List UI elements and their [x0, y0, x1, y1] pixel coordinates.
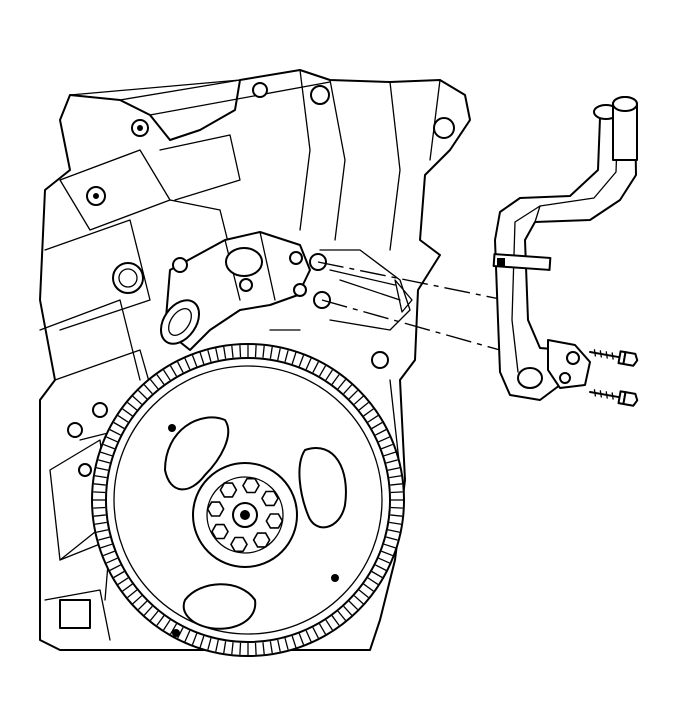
hub-bolt [230, 536, 248, 553]
hub-bolt [252, 532, 271, 548]
mounting-bolt-lower [589, 389, 639, 407]
mounting-bolt-upper [589, 349, 639, 367]
alignment-line-lower [321, 299, 501, 351]
hub-bolt [265, 513, 284, 529]
hub-bolt [261, 490, 279, 507]
hub-bolt [242, 477, 260, 494]
thermostat-housing [159, 231, 311, 351]
coolant-pipe-assembly [492, 96, 638, 401]
hub-bolt [219, 482, 238, 498]
flywheel [91, 343, 405, 657]
alignment-line-upper [317, 261, 506, 301]
hub-bolt [206, 501, 225, 517]
hub-bolt [211, 523, 229, 540]
